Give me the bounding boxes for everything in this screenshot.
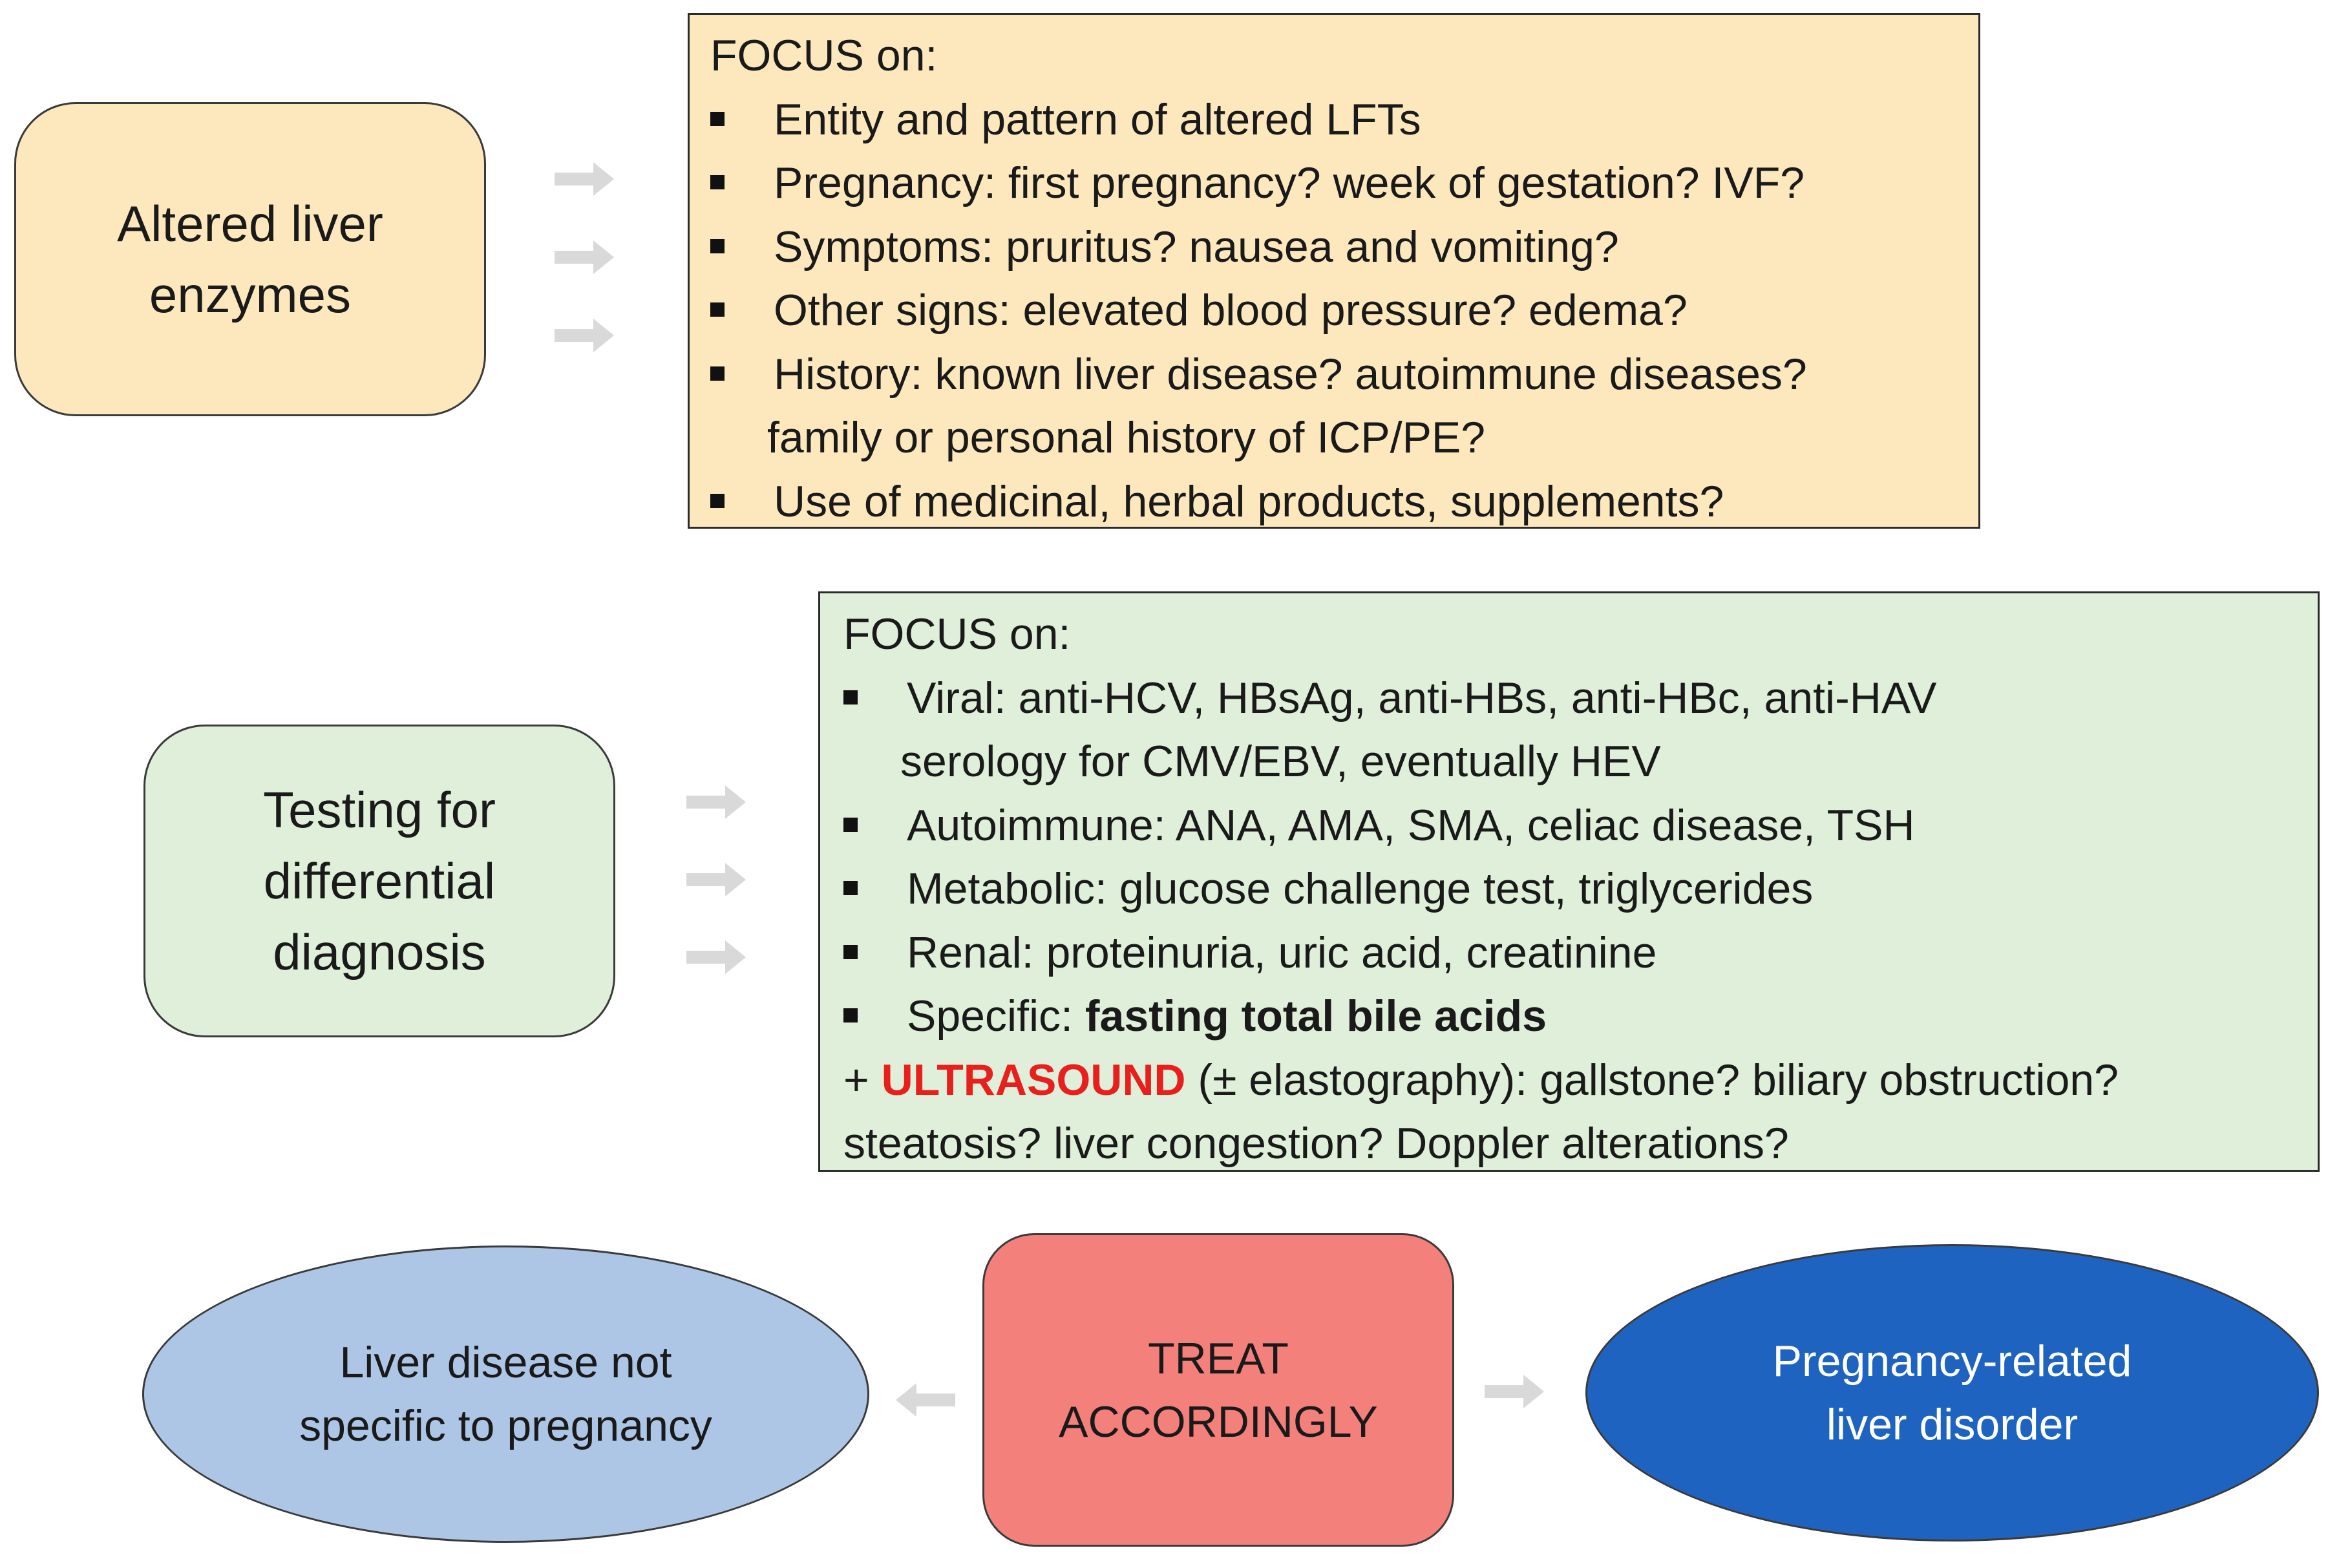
square-bullet-icon	[843, 944, 858, 959]
square-bullet-icon	[843, 1008, 858, 1023]
treat-label: TREAT ACCORDINGLY	[1059, 1327, 1378, 1454]
focus-item: Pregnancy: first pregnancy? week of gest…	[710, 151, 1978, 215]
focus-item: Entity and pattern of altered LFTs	[710, 88, 1978, 152]
altered-liver-enzymes-node: Altered liver enzymes	[14, 102, 486, 416]
label-line: ACCORDINGLY	[1059, 1397, 1378, 1446]
focus-item: Other signs: elevated blood pressure? ed…	[710, 279, 1978, 343]
focus-item-specific: Specific: fasting total bile acids	[843, 984, 2318, 1048]
focus-item: History: known liver disease? autoimmune…	[710, 343, 1978, 407]
square-bullet-icon	[843, 881, 858, 896]
label-line: differential	[263, 853, 496, 909]
focus-item: Autoimmune: ANA, AMA, SMA, celiac diseas…	[843, 794, 2318, 858]
focus-item: Symptoms: pruritus? nausea and vomiting?	[710, 215, 1978, 279]
testing-differential-diagnosis-node: Testing for differential diagnosis	[143, 725, 615, 1037]
testing-label: Testing for differential diagnosis	[263, 774, 496, 988]
focus-title: FOCUS on:	[843, 609, 1071, 659]
square-bullet-icon	[710, 175, 725, 190]
focus-item: Use of medicinal, herbal products, suppl…	[710, 470, 1978, 534]
label-line: enzymes	[149, 266, 352, 323]
pregnancy-related-disorder-node: Pregnancy-related liver disorder	[1585, 1244, 2319, 1542]
ultrasound-label: ULTRASOUND	[881, 1055, 1186, 1105]
square-bullet-icon	[843, 690, 858, 705]
label-line: Liver disease not	[339, 1338, 672, 1387]
focus-item: Renal: proteinuria, uric acid, creatinin…	[843, 921, 2318, 985]
square-bullet-icon	[710, 111, 725, 126]
square-bullet-icon	[710, 302, 725, 317]
square-bullet-icon	[710, 366, 725, 381]
label-line: Testing for	[263, 781, 496, 838]
bile-acids-text: fasting total bile acids	[1085, 991, 1547, 1041]
focus-box-history: FOCUS on: Entity and pattern of altered …	[688, 13, 1980, 529]
pregnancy-related-label: Pregnancy-related liver disorder	[1773, 1330, 2132, 1456]
label-line: Altered liver	[117, 195, 383, 252]
ultrasound-line: + ULTRASOUND (± elastography): gallstone…	[843, 1055, 2119, 1105]
label-line: TREAT	[1148, 1333, 1289, 1383]
ultrasound-line-2: steatosis? liver congestion? Doppler alt…	[843, 1119, 1789, 1168]
label-line: diagnosis	[273, 924, 486, 980]
not-specific-label: Liver disease not specific to pregnancy	[299, 1331, 712, 1457]
focus-item-continuation: serology for CMV/EBV, eventually HEV	[900, 737, 1661, 786]
square-bullet-icon	[710, 493, 725, 508]
square-bullet-icon	[843, 817, 858, 832]
altered-liver-enzymes-label: Altered liver enzymes	[117, 188, 383, 330]
square-bullet-icon	[710, 238, 725, 253]
label-line: specific to pregnancy	[299, 1401, 712, 1450]
focus-item-continuation: family or personal history of ICP/PE?	[767, 413, 1486, 462]
label-line: Pregnancy-related	[1772, 1337, 2132, 1386]
focus-item: Viral: anti-HCV, HBsAg, anti-HBs, anti-H…	[843, 666, 2318, 730]
focus-title: FOCUS on:	[710, 31, 938, 80]
treat-accordingly-node: TREAT ACCORDINGLY	[982, 1233, 1454, 1547]
focus-box-testing: FOCUS on: Viral: anti-HCV, HBsAg, anti-H…	[818, 591, 2320, 1172]
focus-item: Metabolic: glucose challenge test, trigl…	[843, 857, 2318, 921]
label-line: liver disorder	[1826, 1400, 2079, 1449]
liver-disease-not-specific-node: Liver disease not specific to pregnancy	[142, 1245, 869, 1543]
